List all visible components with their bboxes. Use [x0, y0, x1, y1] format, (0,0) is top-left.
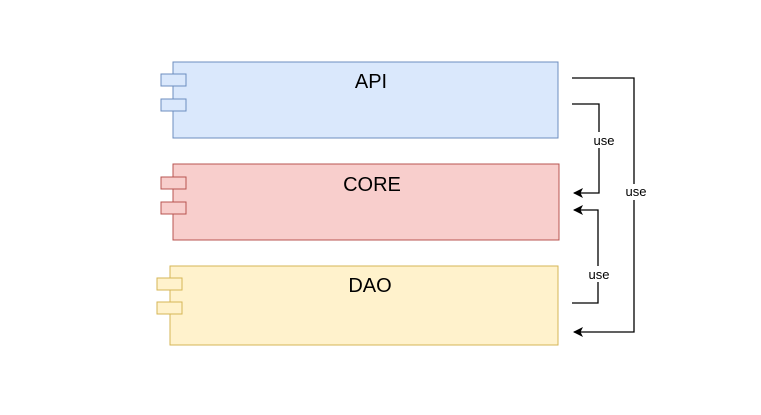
- dao-port-top: [156, 277, 183, 291]
- edge-api-to-dao-line: [572, 77, 635, 337]
- edge-api-to-core[interactable]: use: [572, 103, 619, 198]
- component-api[interactable]: API: [160, 61, 559, 139]
- edge-api-to-core-line: [572, 103, 600, 198]
- api-port-top: [160, 73, 187, 87]
- edge-api-to-dao-label-bg: [622, 184, 650, 200]
- component-core[interactable]: CORE: [160, 163, 560, 241]
- edge-api-to-dao-label: use: [626, 184, 647, 199]
- edge-dao-to-core-label-bg: [584, 266, 614, 282]
- edge-dao-to-core-label: use: [589, 267, 610, 282]
- edge-dao-to-core-line: [572, 205, 599, 304]
- api-label: API: [355, 71, 387, 93]
- core-port-bottom: [160, 201, 187, 215]
- core-component-body: [172, 163, 560, 241]
- edge-api-to-core-label: use: [594, 133, 615, 148]
- core-label: CORE: [343, 174, 401, 196]
- edge-api-to-core-label-bg: [589, 132, 619, 148]
- core-port-top: [160, 176, 187, 190]
- component-dao[interactable]: DAO: [156, 265, 559, 346]
- api-port-bottom: [160, 98, 187, 112]
- edge-api-to-dao[interactable]: use: [572, 77, 650, 337]
- edge-dao-to-core[interactable]: use: [572, 205, 614, 304]
- api-component-body: [172, 61, 559, 139]
- dao-port-bottom: [156, 301, 183, 315]
- dao-label: DAO: [348, 275, 391, 297]
- dao-component-body: [169, 265, 559, 346]
